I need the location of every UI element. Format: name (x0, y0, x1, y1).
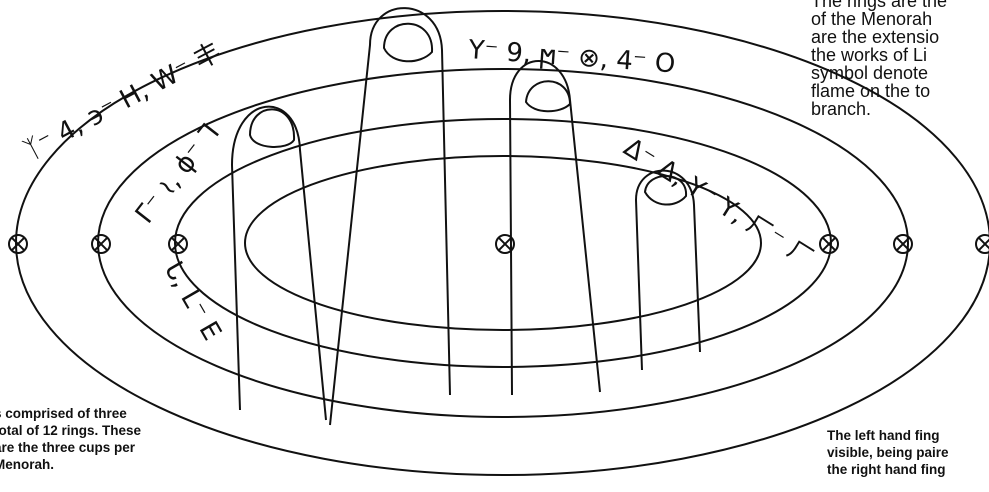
note-line: branch. (811, 100, 989, 118)
note-line: of the Menorah (811, 10, 989, 28)
middle-left-low-letters: ᒐ, ᒪ⁻ E (158, 257, 227, 346)
note-top-right: The rings are the of the Menorah are the… (811, 0, 989, 118)
note-line: the right hand fing (827, 461, 989, 478)
note-line: visible, being paire (827, 444, 989, 461)
finger-1 (232, 107, 326, 420)
cross-circle-marker-1 (9, 235, 27, 253)
cross-circle-marker-2 (92, 235, 110, 253)
note-line: symbol denote (811, 64, 989, 82)
cross-circle-marker-5 (820, 235, 838, 253)
cross-circle-marker-3 (169, 235, 187, 253)
finger-2-nail (384, 24, 432, 62)
note-line: The left hand fing (827, 427, 989, 444)
cross-circle-marker-6 (894, 235, 912, 253)
note-line: s comprised of three (0, 405, 214, 422)
note-line: flame on the to (811, 82, 989, 100)
note-bottom-left: s comprised of three total of 12 rings. … (0, 405, 214, 473)
note-line: are the extensio (811, 28, 989, 46)
note-line: the works of Li (811, 46, 989, 64)
finger-3-nail (526, 81, 570, 111)
note-line: are the three cups per (0, 439, 214, 456)
marker-group (9, 235, 989, 253)
note-line: Menorah. (0, 456, 214, 473)
note-bottom-right: The left hand fing visible, being paire … (827, 427, 989, 478)
middle-left-letters: ᒥ⁻ ≀, ϕ⁻ ᒣ (130, 118, 226, 229)
cross-circle-marker-7 (976, 235, 989, 253)
finger-2 (330, 8, 450, 425)
outer-right-letters: Y⁻ 9, ϻ⁻ ⊗, 4⁻ O (467, 35, 677, 79)
inner-right-letters: Δ⁻ Δ, Y⁻ Y, ㄏ⁻ ㄏ (618, 132, 819, 273)
note-line: total of 12 rings. These (0, 422, 214, 439)
